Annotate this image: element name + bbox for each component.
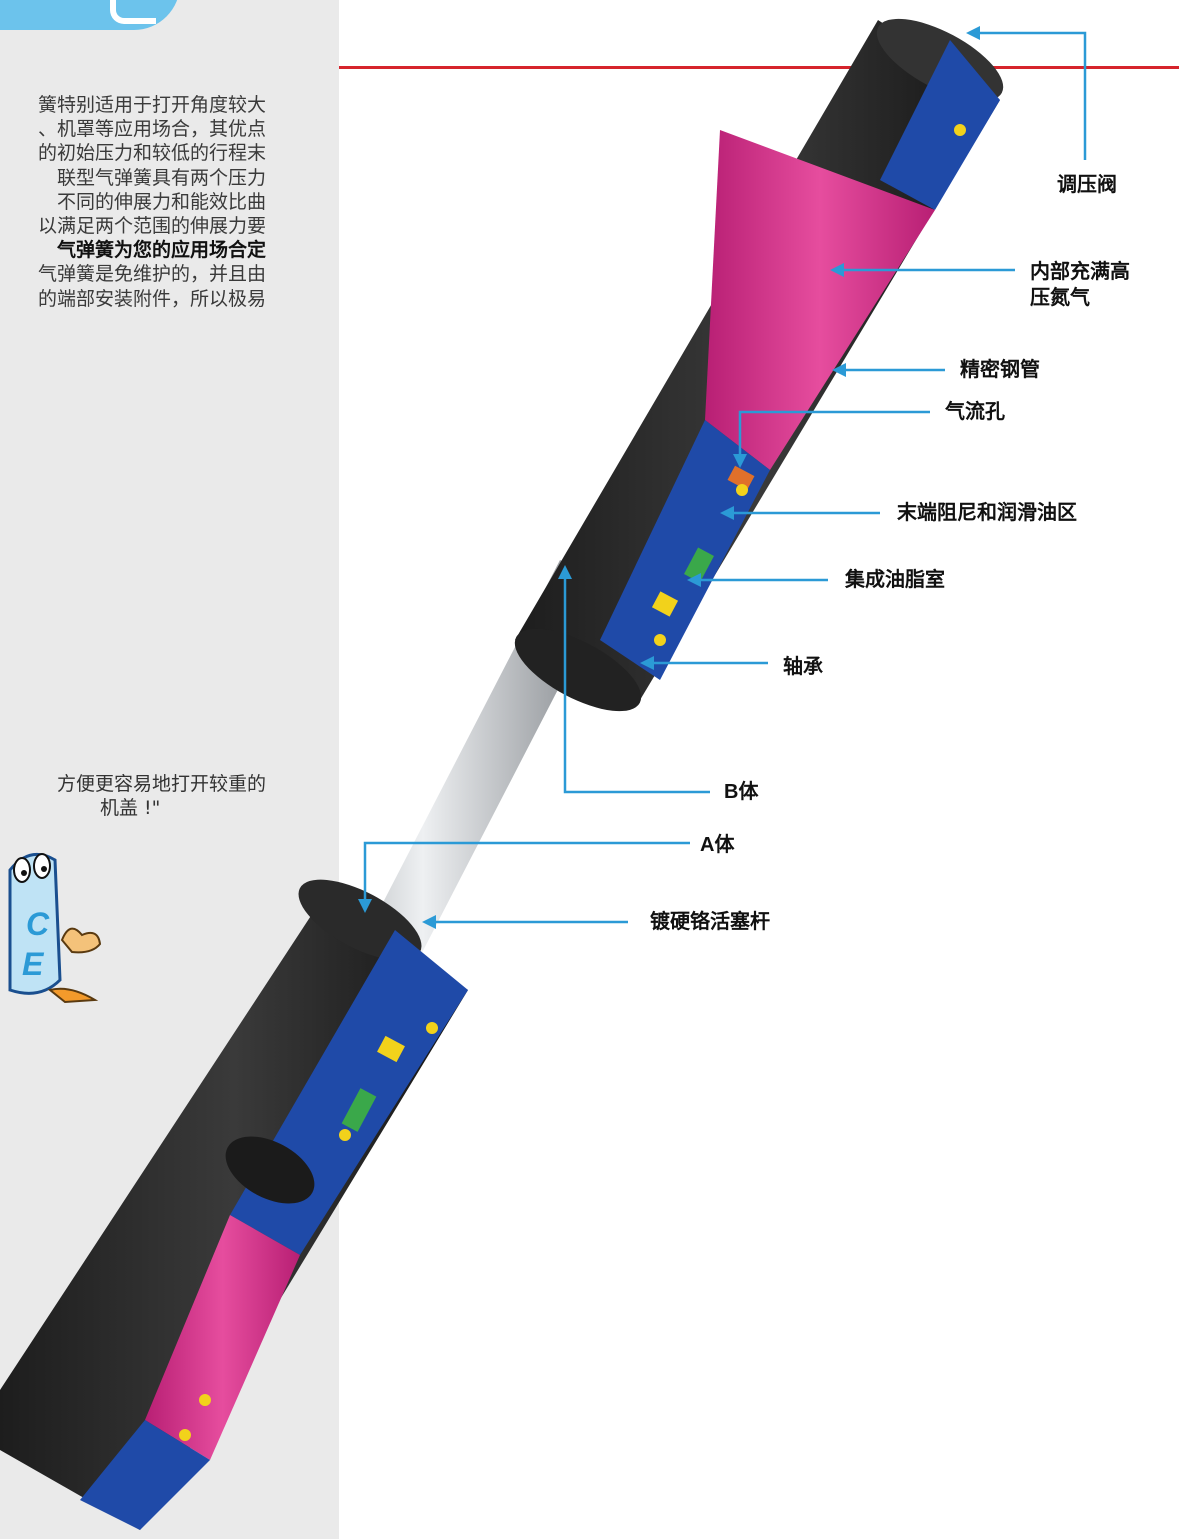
leader-body-a [363, 841, 690, 905]
label-pressure-valve: 调压阀 [1057, 174, 1117, 196]
upper-tube [514, 18, 1004, 712]
arrow-head [720, 506, 734, 520]
intro-line: 簧特别适用于打开角度较大 [37, 94, 266, 116]
intro-line: 气弹簧是免维护的，并且由 [37, 263, 266, 286]
lower-tube [0, 879, 468, 1530]
leader-pressure-valve [975, 31, 1087, 160]
arrow-head [733, 454, 747, 468]
label-piston-rod: 镀硬铬活塞杆 [650, 911, 770, 933]
arrow-head [832, 363, 846, 377]
intro-line: 的初始压力和较低的行程末 [37, 142, 266, 165]
intro-line: 以满足两个范围的伸展力要 [37, 214, 266, 237]
label-end-damping: 末端阻尼和润滑油区 [897, 502, 1077, 524]
arrow-head [422, 915, 436, 929]
quote-line-2: 机盖 !" [100, 797, 161, 819]
intro-line: 联型气弹簧具有两个压力 [56, 166, 266, 189]
intro-line: 的端部安装附件，所以极易 [37, 287, 266, 310]
arrow-head [358, 899, 372, 913]
arrow-head [830, 263, 844, 277]
mascot-letter-e: E [22, 946, 45, 982]
label-body-a: A体 [700, 834, 735, 856]
leader-airflow-hole [738, 410, 930, 460]
intro-line-bold: 气弹簧为您的应用场合定 [56, 239, 266, 262]
label-nitrogen-line2: 压氮气 [1030, 287, 1090, 309]
label-body-b: B体 [724, 781, 759, 803]
mascot-letter-c: C [26, 906, 50, 942]
quote-line-1: 方便更容易地打开较重的 [56, 773, 266, 795]
mascot-illustration: C E [8, 852, 102, 1004]
arrow-head [558, 565, 572, 579]
leader-body-b [563, 573, 710, 794]
label-bearing: 轴承 [783, 656, 823, 678]
label-grease-chamber: 集成油脂室 [845, 569, 945, 591]
intro-line: 、机罩等应用场合，其优点 [37, 118, 266, 141]
arrow-head [640, 656, 654, 670]
intro-text: 簧特别适用于打开角度较大 、机罩等应用场合，其优点 的初始压力和较低的行程末 联… [0, 93, 266, 311]
label-steel-tube: 精密钢管 [960, 359, 1040, 381]
label-nitrogen-line1: 内部充满高 [1030, 261, 1130, 283]
arrow-head [966, 26, 980, 40]
header-rule [339, 66, 1179, 69]
brand-logo-tab [0, 0, 180, 30]
arrow-head [687, 573, 701, 587]
intro-line: 不同的伸展力和能效比曲 [56, 190, 266, 213]
label-airflow-hole: 气流孔 [945, 401, 1005, 423]
